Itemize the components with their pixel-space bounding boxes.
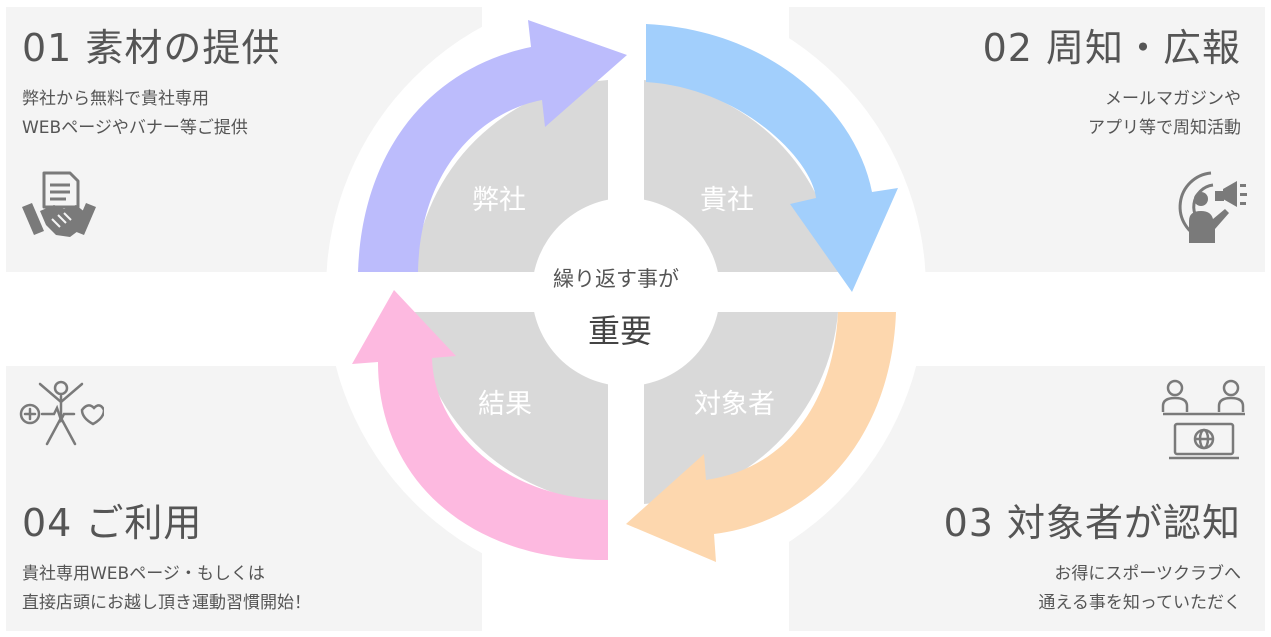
arrow-blue xyxy=(646,24,898,292)
center-title: 重要 xyxy=(588,312,653,350)
panel-description: 貴社専用WEBページ・もしくは 直接店頭にお越し頂き運動習慣開始！ xyxy=(22,560,311,618)
panel-description: お得にスポーツクラブへ 通える事を知っていただく xyxy=(1038,560,1241,618)
quadrant-label-target: 対象者 xyxy=(694,389,775,420)
megaphone-person-icon xyxy=(1178,171,1247,243)
center-subtitle: 繰り返す事が xyxy=(553,267,679,291)
panel-title: 04 ご利用 xyxy=(22,501,203,545)
panel-title: 03 対象者が認知 xyxy=(943,501,1241,545)
quadrant-label-our-company: 弊社 xyxy=(472,185,526,216)
arrow-pink xyxy=(352,290,608,561)
handshake-document-icon xyxy=(22,171,96,237)
desc-line: 通える事を知っていただく xyxy=(1038,593,1241,613)
quadrant-label-result: 結果 xyxy=(478,389,532,420)
desc-line: メールマガジンや xyxy=(1105,89,1241,109)
panel-description: メールマガジンや アプリ等で周知活動 xyxy=(1088,85,1241,143)
desc-line: 直接店頭にお越し頂き運動習慣開始！ xyxy=(22,593,311,613)
panel-description: 弊社から無料で貴社専用 WEBページやバナー等ご提供 xyxy=(22,85,248,143)
arrow-orange xyxy=(626,312,896,562)
center-circle xyxy=(532,198,720,386)
quadrant-label-your-company: 貴社 xyxy=(700,185,754,216)
desc-line: 貴社専用WEBページ・もしくは xyxy=(22,564,265,584)
quadrant-bottom-right xyxy=(644,312,838,504)
desc-line: WEBページやバナー等ご提供 xyxy=(22,118,248,138)
desc-line: お得にスポーツクラブへ xyxy=(1054,564,1241,584)
panel-title: 02 周知・広報 xyxy=(982,26,1241,70)
desc-line: 弊社から無料で貴社専用 xyxy=(22,89,209,109)
people-laptop-globe-icon xyxy=(1161,379,1245,460)
arrow-purple xyxy=(358,20,627,272)
quadrant-top-left xyxy=(414,80,608,272)
panel-title: 01 素材の提供 xyxy=(22,26,281,70)
quadrant-bottom-left xyxy=(414,312,608,504)
quadrant-top-right xyxy=(644,80,838,272)
exercise-health-icon xyxy=(19,380,104,446)
desc-line: アプリ等で周知活動 xyxy=(1088,118,1241,138)
